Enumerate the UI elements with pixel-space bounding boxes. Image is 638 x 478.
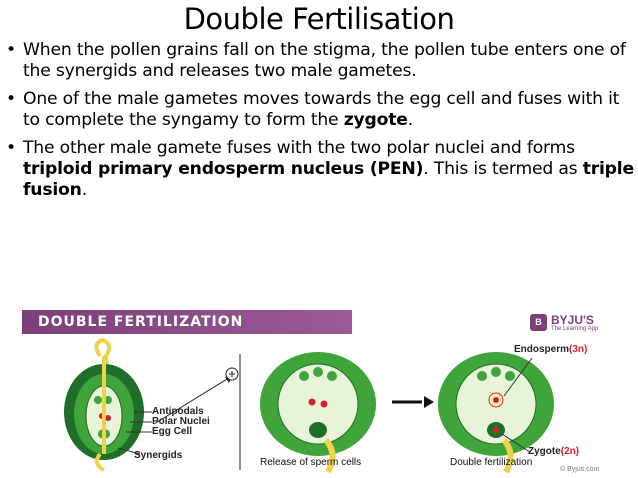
double-fertilization-figure: DOUBLE FERTILIZATION B BYJU'S The Learni… bbox=[22, 304, 616, 476]
arrow-head bbox=[424, 396, 434, 408]
logo-mark-icon: B bbox=[530, 314, 547, 331]
label-endosperm-text: Endosperm bbox=[514, 344, 570, 355]
figure-banner: DOUBLE FERTILIZATION bbox=[22, 310, 352, 334]
label-polar-nuclei: Polar Nuclei bbox=[152, 416, 210, 427]
bullet-text: The other male gamete fuses with the two… bbox=[23, 138, 634, 200]
polar-nucleus-shape bbox=[308, 398, 316, 406]
bullet-bold-term: zygote bbox=[343, 110, 408, 130]
bullet-dot: • bbox=[6, 40, 16, 60]
logo-tagline: The Learning App bbox=[551, 326, 599, 332]
antipodal-cell-shape bbox=[505, 371, 515, 381]
bullet-item: • One of the male gametes moves towards t… bbox=[6, 89, 634, 131]
bullet-text-part: . bbox=[407, 110, 413, 130]
bullet-text-part: When the pollen grains fall on the stigm… bbox=[23, 40, 626, 81]
label-zygote: Zygote(2n) bbox=[528, 446, 579, 457]
endosperm-nucleus-core bbox=[493, 397, 499, 403]
bullet-bold-term: triploid primary endosperm nucleus (PEN) bbox=[23, 159, 424, 179]
bullet-text: One of the male gametes moves towards th… bbox=[23, 89, 619, 130]
zygote-nucleus bbox=[493, 427, 499, 433]
pollen-tube-shape bbox=[501, 438, 514, 474]
bullet-item: • The other male gamete fuses with the tw… bbox=[6, 138, 634, 201]
antipodal-cell-shape bbox=[299, 371, 309, 381]
pollen-tube-shape bbox=[94, 356, 106, 472]
bullet-item: • When the pollen grains fall on the stig… bbox=[6, 40, 634, 82]
antipodal-cell-shape bbox=[327, 371, 337, 381]
slide-title: Double Fertilisation bbox=[183, 2, 455, 36]
caption-double-fertilization: Double fertilization bbox=[450, 457, 533, 468]
bullet-dot: • bbox=[6, 138, 16, 158]
bullet-text-part: . bbox=[81, 180, 87, 200]
bullet-dot: • bbox=[6, 89, 16, 109]
label-synergids: Synergids bbox=[134, 450, 183, 461]
antipodal-cell-shape bbox=[94, 396, 102, 404]
byjus-logo: B BYJU'S The Learning App bbox=[530, 312, 610, 338]
bullet-bold-term: triple fusion bbox=[23, 159, 634, 200]
antipodal-cell-shape bbox=[491, 367, 501, 377]
pollen-tube-shape bbox=[323, 438, 336, 474]
label-egg-cell: Egg Cell bbox=[152, 426, 193, 437]
polar-nucleus-shape bbox=[320, 400, 328, 408]
bullet-text: When the pollen grains fall on the stigm… bbox=[23, 40, 626, 81]
label-endosperm: Endosperm(3n) bbox=[514, 344, 587, 355]
leader-line bbox=[503, 357, 533, 397]
ovule-illustration bbox=[64, 337, 152, 472]
bullet-list: • When the pollen grains fall on the stig… bbox=[6, 40, 634, 208]
antipodal-cell-shape bbox=[313, 367, 323, 377]
polar-nucleus-shape bbox=[105, 415, 111, 421]
bullet-text-part: The other male gamete fuses with the two… bbox=[23, 138, 575, 158]
logo-name: BYJU'S bbox=[551, 313, 594, 327]
bullet-text-part: . This is termed as bbox=[423, 159, 583, 179]
caption-release: Release of sperm cells bbox=[260, 457, 362, 468]
bullet-text-part: One of the male gametes moves towards th… bbox=[23, 89, 620, 130]
caption-copyright: © Byjus.com bbox=[560, 466, 600, 473]
fertilization-illustration bbox=[64, 337, 554, 474]
label-endosperm-ploidy: (3n) bbox=[569, 344, 588, 355]
antipodal-cell-shape bbox=[477, 371, 487, 381]
pollen-tube-shape bbox=[94, 337, 112, 375]
egg-cell-shape bbox=[309, 422, 327, 438]
banner-title: DOUBLE FERTILIZATION bbox=[38, 314, 244, 330]
magnify-arrow bbox=[153, 375, 233, 425]
leader-line bbox=[117, 447, 141, 455]
label-zygote-text: Zygote bbox=[528, 446, 561, 457]
embryo-sac-shape bbox=[277, 363, 359, 445]
label-zygote-ploidy: (2n) bbox=[560, 446, 580, 457]
label-antipodals: Antipodals bbox=[152, 406, 204, 417]
leader-line bbox=[501, 433, 531, 453]
embryo-sac-fertilized bbox=[438, 352, 554, 474]
embryo-sac-release bbox=[260, 352, 376, 474]
